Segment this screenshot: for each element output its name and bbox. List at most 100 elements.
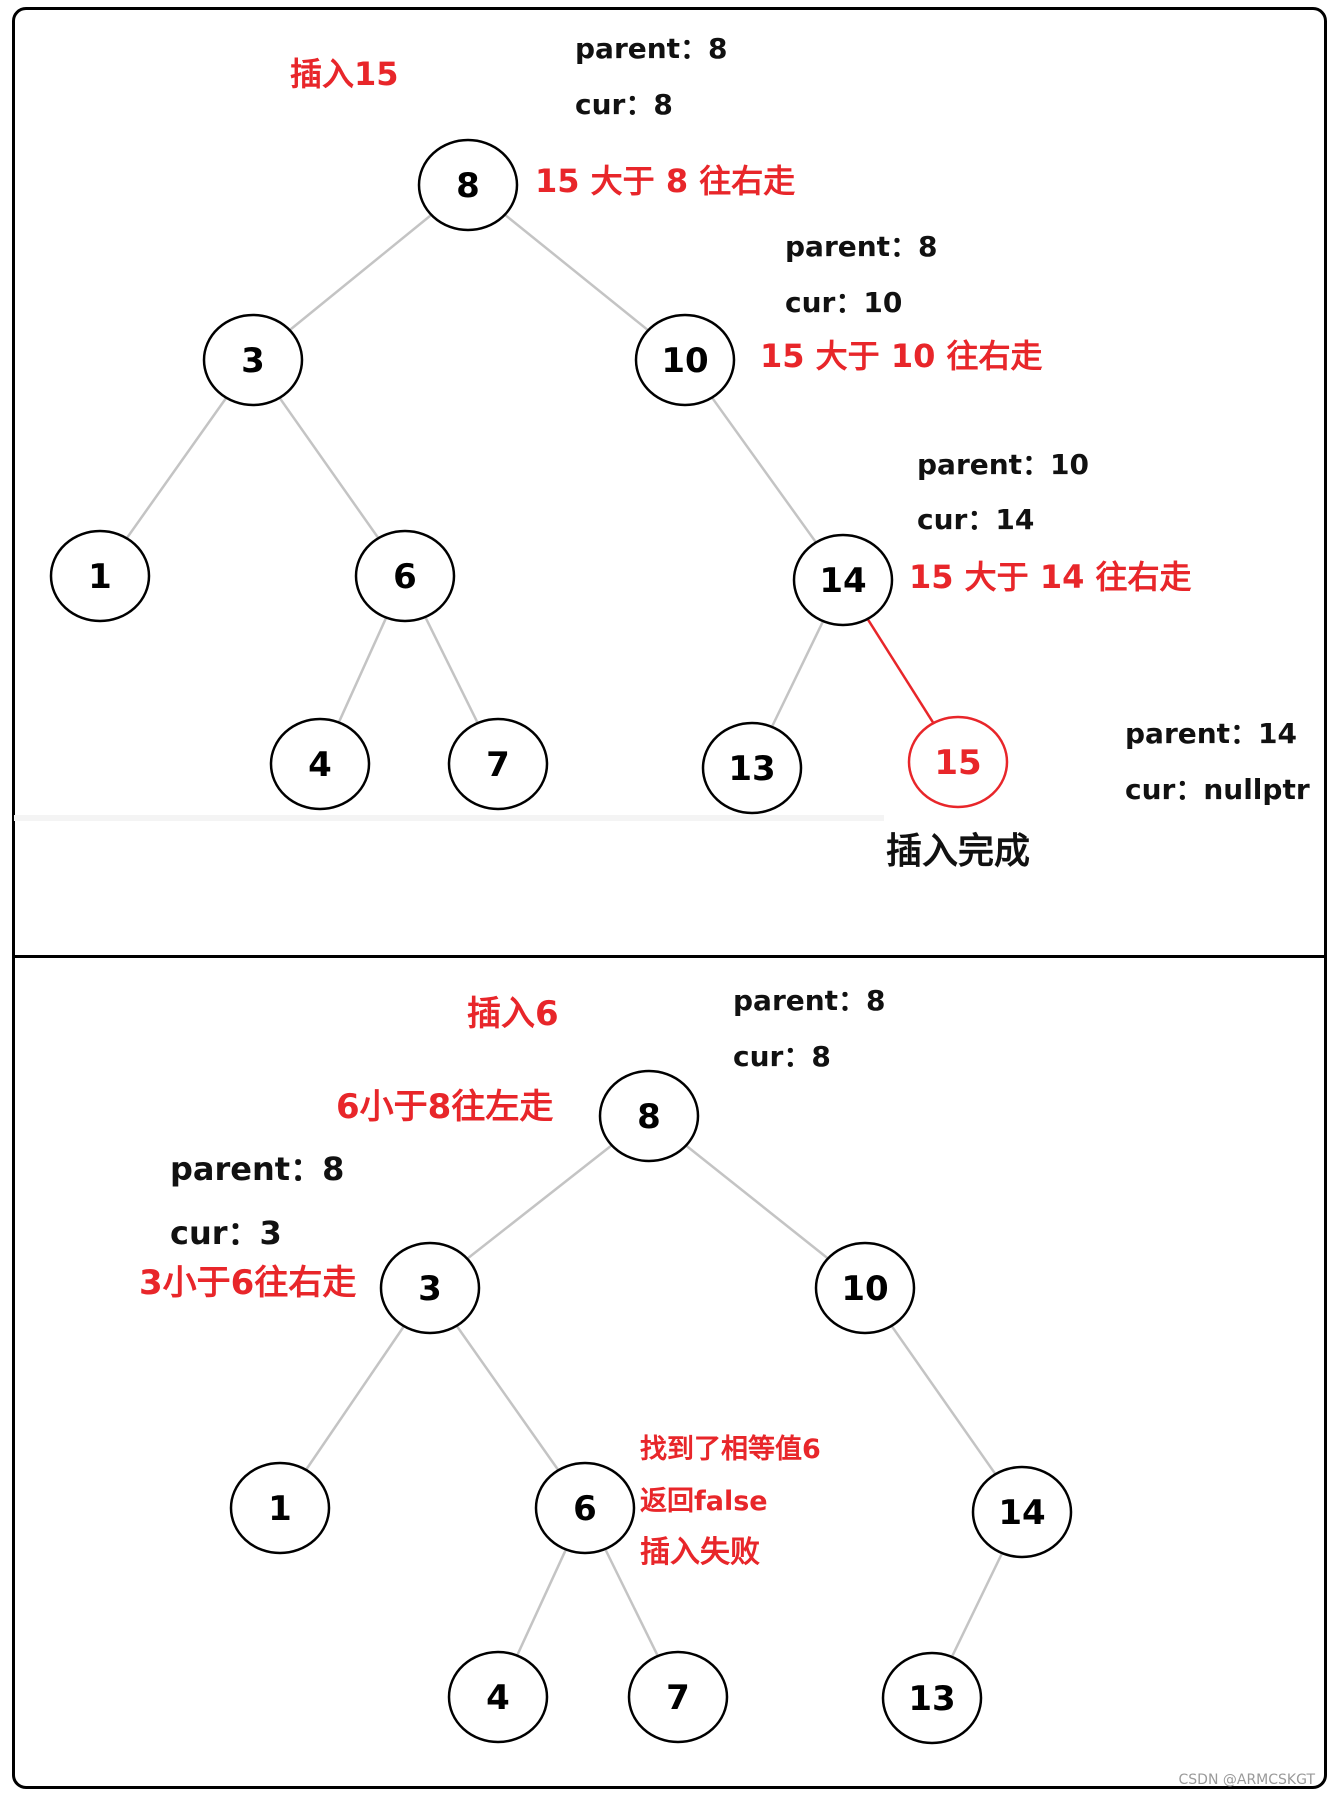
top-node-label: 4 — [308, 745, 332, 785]
top-node-14: 14 — [792, 533, 894, 627]
bottom-node-6: 6 — [534, 1461, 636, 1555]
bottom-step-root: 6小于8往左走 — [336, 1087, 554, 1127]
bottom-node-circle — [379, 1241, 481, 1335]
bottom-node-label: 14 — [998, 1493, 1045, 1533]
bottom-edge-14-13 — [950, 1552, 1004, 1658]
top-status-final-cur: cur：nullptr — [1125, 773, 1310, 806]
top-edge-6-4 — [337, 617, 388, 723]
edges-layer — [125, 213, 1004, 1658]
bottom-node-circle — [447, 1650, 549, 1744]
nodes-layer: 8 3 10 1 6 14 4 7 13 15 8 3 10 1 6 14 4 7 13 — [49, 138, 1073, 1745]
bottom-title: 插入6 — [467, 994, 559, 1034]
bottom-found-line-1: 找到了相等值6 — [640, 1434, 821, 1465]
top-node-circle — [269, 717, 371, 811]
top-edge-8-3 — [288, 213, 433, 332]
top-status-14-cur: cur：14 — [917, 503, 1035, 536]
top-node-13: 13 — [701, 721, 803, 815]
bottom-edge-8-10 — [685, 1144, 829, 1260]
bottom-node-label: 13 — [908, 1679, 955, 1719]
top-node-label: 13 — [728, 749, 775, 789]
top-node-circle — [701, 721, 803, 815]
bottom-node-label: 8 — [637, 1097, 661, 1137]
top-node-circle — [417, 138, 519, 232]
bottom-node-label: 3 — [418, 1269, 442, 1309]
bottom-node-circle — [598, 1069, 700, 1163]
bottom-node-14: 14 — [971, 1465, 1073, 1559]
top-step-14: 15 大于 14 往右走 — [909, 558, 1192, 596]
bottom-step-3: 3小于6往右走 — [139, 1263, 357, 1303]
top-edge-10-14 — [710, 396, 818, 544]
faint-band — [14, 815, 884, 821]
bottom-status-root-cur: cur：8 — [733, 1040, 831, 1073]
top-node-label: 3 — [241, 341, 265, 381]
top-edge-14-15 — [866, 618, 935, 724]
bottom-node-13: 13 — [881, 1651, 983, 1745]
diagram-frame — [12, 7, 1327, 1789]
top-node-label: 15 — [934, 743, 981, 783]
top-status-root-cur: cur：8 — [575, 88, 673, 121]
top-node-label: 1 — [88, 557, 112, 597]
top-node-1: 1 — [49, 529, 151, 623]
top-node-3: 3 — [202, 313, 304, 407]
bottom-status-3-parent: parent：8 — [170, 1150, 345, 1188]
top-node-circle — [907, 715, 1009, 809]
bottom-node-circle — [814, 1241, 916, 1335]
top-node-circle — [792, 533, 894, 627]
top-step-root: 15 大于 8 往右走 — [535, 162, 796, 200]
bottom-edge-6-7 — [604, 1548, 659, 1657]
top-node-label: 6 — [393, 557, 417, 597]
top-node-4: 4 — [269, 717, 371, 811]
top-node-10: 10 — [634, 313, 736, 407]
bottom-status-root-parent: parent：8 — [733, 984, 886, 1017]
panel-divider — [12, 955, 1327, 958]
bottom-node-label: 7 — [666, 1678, 690, 1718]
bottom-node-1: 1 — [229, 1461, 331, 1555]
top-edge-3-1 — [125, 396, 228, 540]
top-status-final-parent: parent：14 — [1125, 717, 1298, 750]
top-node-circle — [634, 313, 736, 407]
top-edge-3-6 — [278, 397, 380, 539]
top-status-10-parent: parent：8 — [785, 230, 938, 263]
bottom-node-3: 3 — [379, 1241, 481, 1335]
bottom-edge-8-3 — [466, 1144, 613, 1260]
bottom-found-line-2: 返回false — [640, 1486, 768, 1517]
top-edge-14-13 — [770, 620, 825, 728]
top-node-circle — [354, 529, 456, 623]
top-status-14-parent: parent：10 — [917, 448, 1090, 481]
top-node-label: 7 — [486, 745, 510, 785]
top-step-10: 15 大于 10 往右走 — [760, 337, 1043, 375]
bottom-node-7: 7 — [627, 1650, 729, 1744]
bottom-node-circle — [229, 1461, 331, 1555]
bottom-node-label: 10 — [841, 1269, 888, 1309]
bottom-node-10: 10 — [814, 1241, 916, 1335]
bottom-edge-3-6 — [455, 1325, 560, 1471]
top-node-label: 10 — [661, 341, 708, 381]
top-title: 插入15 — [290, 55, 399, 93]
top-node-6: 6 — [354, 529, 456, 623]
top-node-circle — [49, 529, 151, 623]
bottom-node-label: 4 — [486, 1678, 510, 1718]
bottom-node-circle — [534, 1461, 636, 1555]
top-node-label: 8 — [456, 166, 480, 206]
watermark: CSDN @ARMCSKGT — [1178, 1772, 1316, 1788]
bottom-status-3-cur: cur：3 — [170, 1214, 282, 1252]
top-status-10-cur: cur：10 — [785, 286, 903, 319]
bottom-node-label: 6 — [573, 1489, 597, 1529]
bottom-node-circle — [881, 1651, 983, 1745]
top-edge-8-10 — [504, 213, 649, 332]
bottom-node-label: 1 — [268, 1489, 292, 1529]
top-node-8: 8 — [417, 138, 519, 232]
bottom-node-circle — [627, 1650, 729, 1744]
top-node-label: 14 — [819, 561, 866, 601]
bottom-node-4: 4 — [447, 1650, 549, 1744]
bottom-edge-6-4 — [515, 1548, 568, 1657]
top-node-7: 7 — [447, 717, 549, 811]
top-node-circle — [202, 313, 304, 407]
bottom-edge-3-1 — [304, 1325, 406, 1471]
top-node-15: 15 — [907, 715, 1009, 809]
bottom-node-8: 8 — [598, 1069, 700, 1163]
top-edge-6-7 — [424, 616, 479, 724]
bottom-found-line-3: 插入失败 — [640, 1535, 760, 1570]
top-node-circle — [447, 717, 549, 811]
